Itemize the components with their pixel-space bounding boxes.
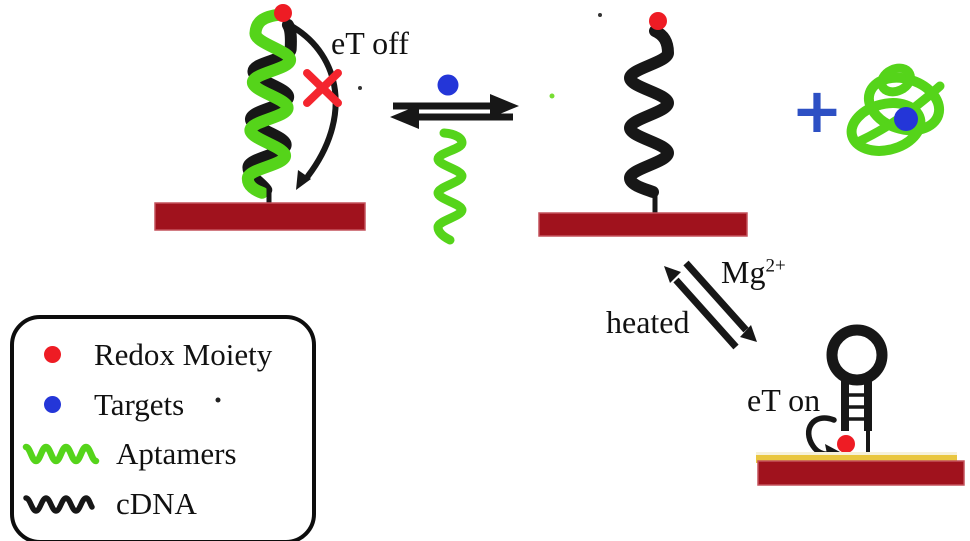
target-dot-icon (44, 396, 61, 414)
hairpin-rungs (846, 393, 867, 421)
target-dot-free (437, 74, 459, 96)
electrode-2 (538, 212, 748, 237)
duplex-helix (241, 8, 297, 199)
complex-loop-1 (846, 98, 926, 156)
legend-label-aptamers: Aptamers (116, 436, 237, 472)
heated-label: heated (606, 304, 690, 340)
et-off-label: eT off (331, 25, 409, 61)
electrode-3-coating (756, 452, 957, 457)
blocked-cross-icon (303, 69, 342, 107)
legend-label-redox: Redox Moiety (94, 336, 273, 372)
electrode-1 (154, 202, 366, 231)
stray-mark (358, 86, 362, 90)
released-aptamer-squiggle (433, 128, 467, 245)
cdna-wave-icon (23, 495, 95, 514)
aptamer-strand (241, 8, 297, 199)
legend-box: Redox Moiety Targets Aptamers cDNA (10, 315, 316, 541)
plus-sign: + (791, 74, 843, 147)
target-dot-bound (894, 107, 918, 131)
et-off-arrow (290, 24, 339, 179)
legend-row-redox: Redox Moiety (14, 337, 312, 373)
legend-row-cdna: cDNA (14, 486, 312, 522)
electrode-3 (757, 460, 965, 486)
stray-mark (215, 397, 221, 403)
legend-row-aptamers: Aptamers (14, 436, 312, 472)
redox-moiety-dot-icon (44, 346, 61, 364)
legend-label-cdna: cDNA (116, 486, 197, 522)
redox-moiety-dot-3 (837, 435, 855, 453)
mg-base: Mg (721, 254, 766, 290)
stray-mark (549, 93, 555, 99)
aptamer-target-complex (846, 63, 945, 156)
complex-loop-3 (877, 63, 915, 97)
mg-label: Mg2+ (721, 254, 786, 290)
cdna-helix-alone (623, 25, 675, 198)
et-off-arrowhead (296, 170, 311, 190)
mg-superscript: 2+ (765, 255, 786, 277)
electrode-3-gold-layer (756, 455, 957, 463)
stray-mark (598, 13, 602, 17)
hairpin-loop (826, 324, 888, 386)
legend-row-targets: Targets (14, 387, 312, 423)
aptamer-wave-icon (22, 444, 100, 465)
equilibrium-arrows-diagonal (664, 260, 757, 350)
legend-label-targets: Targets (94, 386, 185, 422)
redox-moiety-dot-2 (649, 12, 667, 30)
equilibrium-arrows-horizontal (390, 94, 519, 129)
redox-moiety-dot-1 (274, 4, 292, 22)
et-on-label: eT on (747, 382, 821, 418)
